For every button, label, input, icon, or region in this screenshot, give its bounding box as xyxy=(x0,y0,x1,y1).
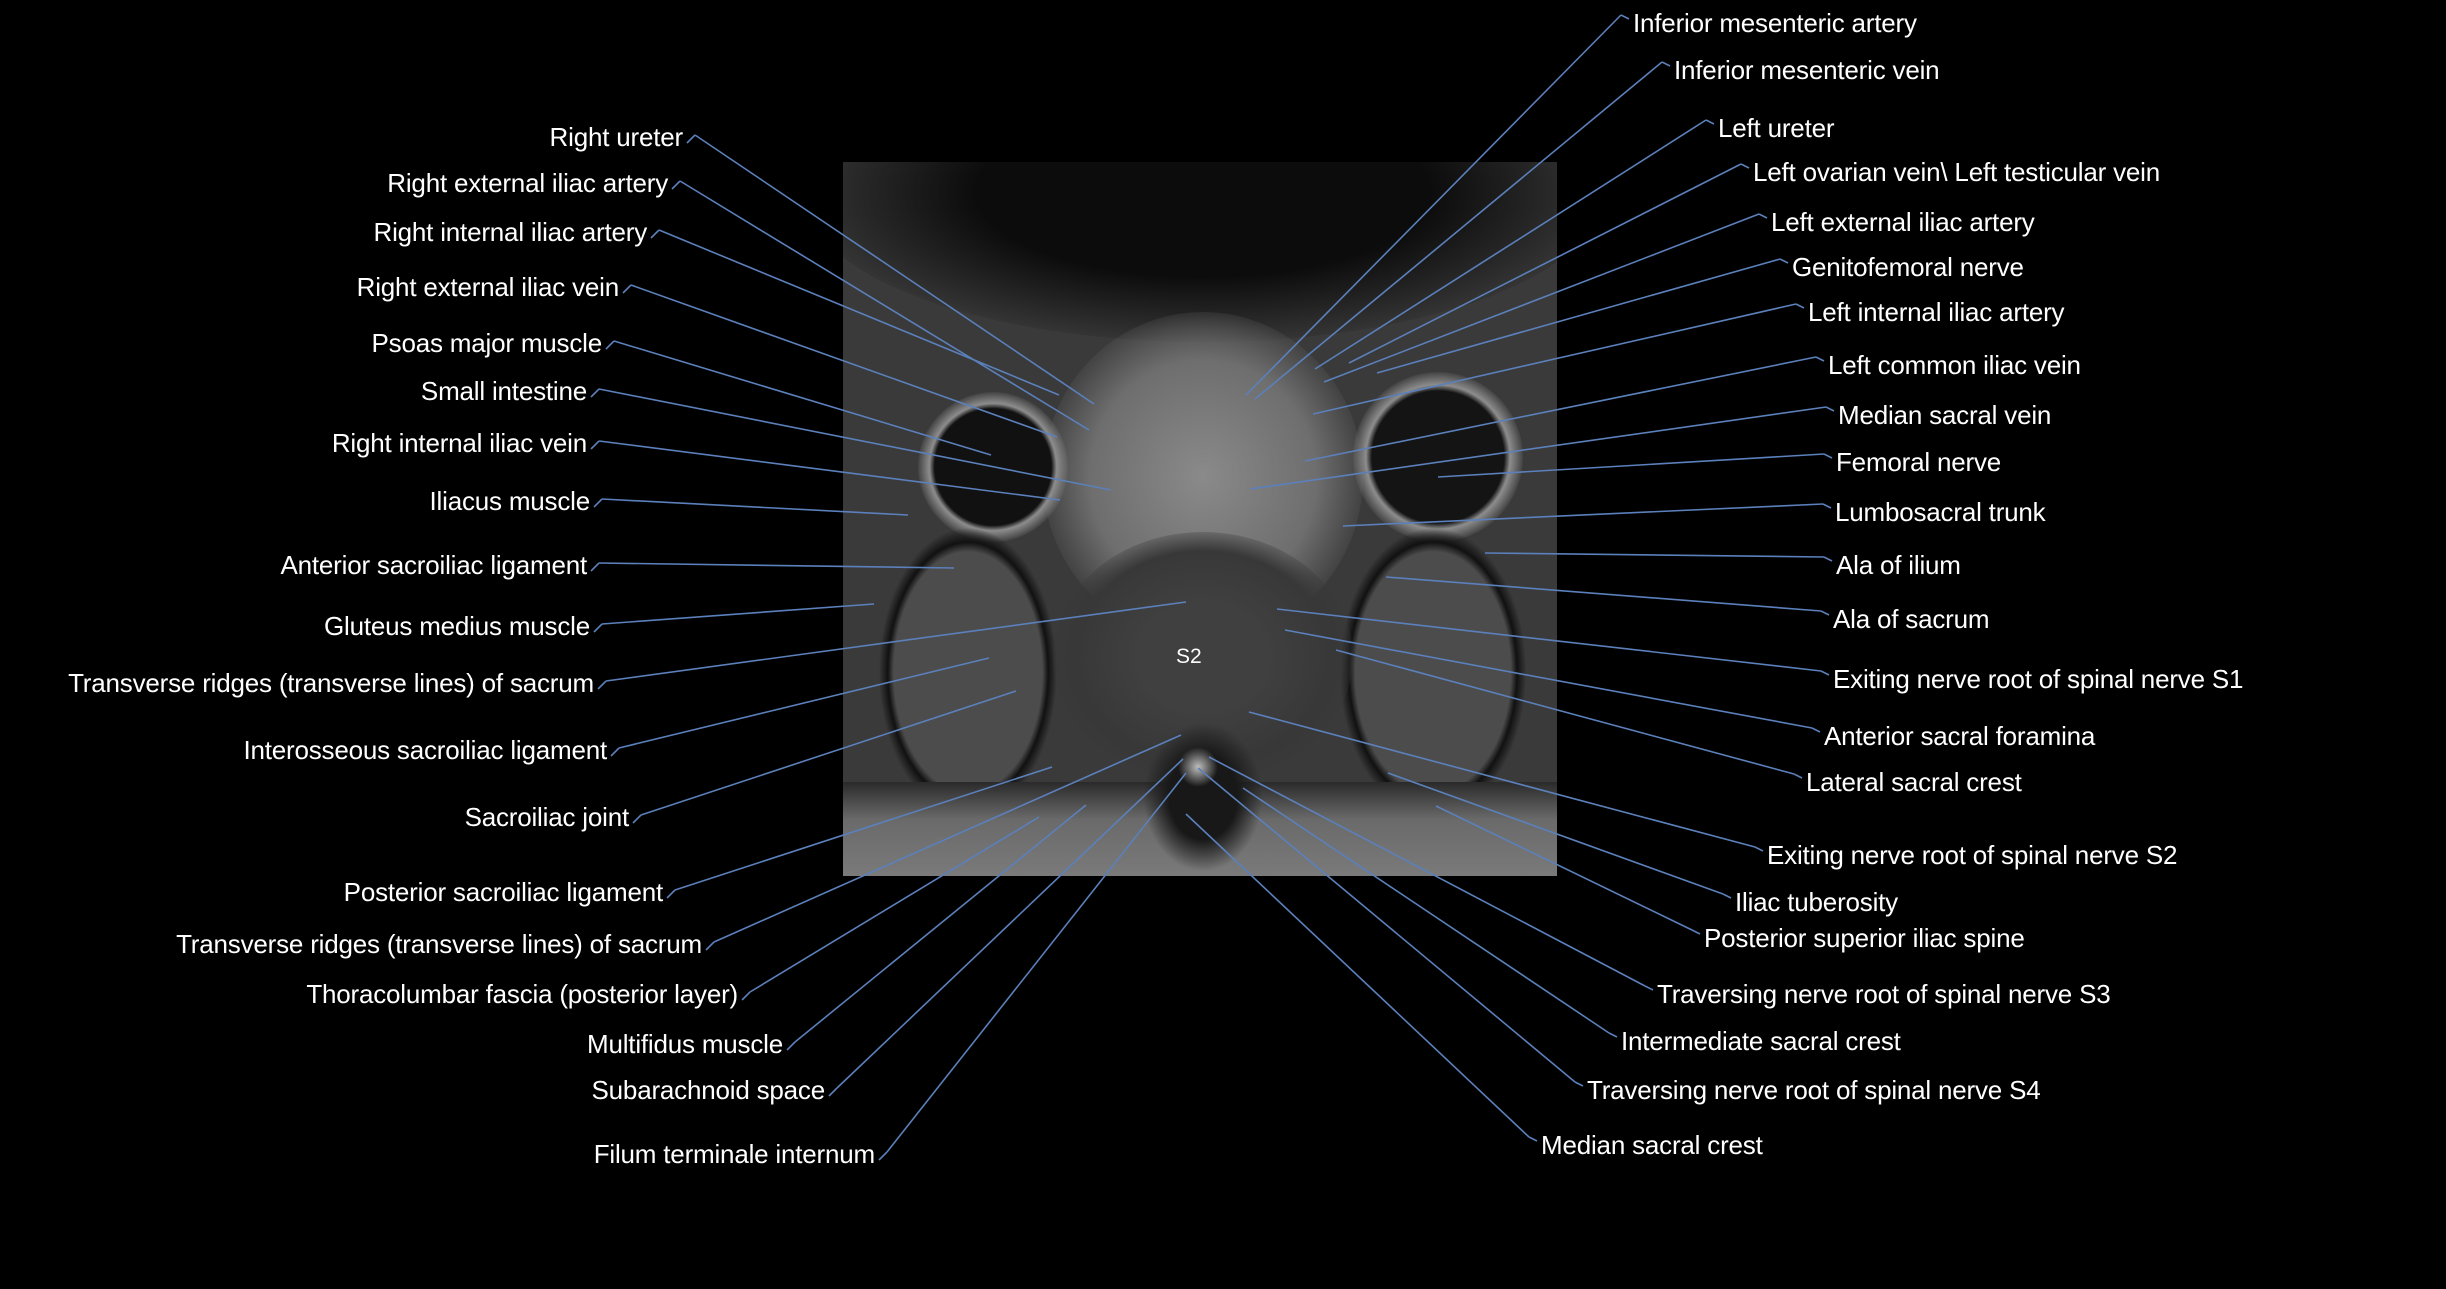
leader-line xyxy=(741,991,751,1001)
anatomy-label: Median sacral crest xyxy=(1541,1130,1763,1160)
anatomy-label: Lateral sacral crest xyxy=(1806,767,2022,797)
anatomy-label: Exiting nerve root of spinal nerve S1 xyxy=(1833,664,2244,694)
leader-line xyxy=(1779,258,1789,264)
anatomy-label: Posterior superior iliac spine xyxy=(1704,923,2025,953)
leader-line xyxy=(622,284,632,294)
anatomy-label: Filum terminale internum xyxy=(593,1139,875,1169)
leader-line xyxy=(593,498,603,508)
anatomy-label: Inferior mesenteric artery xyxy=(1633,8,1917,38)
leader-line xyxy=(1608,1032,1618,1038)
anatomy-label: Traversing nerve root of spinal nerve S4 xyxy=(1587,1075,2041,1105)
anatomy-label: Left ovarian vein\ Left testicular vein xyxy=(1753,157,2160,187)
anatomy-label: Intermediate sacral crest xyxy=(1621,1026,1901,1056)
anatomy-label: Transverse ridges (transverse lines) of … xyxy=(68,668,594,698)
leader-line xyxy=(1825,406,1835,412)
anatomy-label: Left internal iliac artery xyxy=(1808,297,2065,327)
leader-line xyxy=(1528,1136,1538,1142)
leader-line xyxy=(1740,163,1750,169)
anatomy-label: Iliacus muscle xyxy=(429,486,591,516)
anatomy-label: Traversing nerve root of spinal nerve S3 xyxy=(1657,979,2111,1009)
leader-line xyxy=(1795,303,1805,309)
leader-line xyxy=(1823,556,1833,562)
anatomy-label: Thoracolumbar fascia (posterior layer) xyxy=(306,979,738,1009)
leader-line xyxy=(593,623,603,633)
leader-line xyxy=(878,1151,888,1161)
anatomy-label: Iliac tuberosity xyxy=(1735,887,1898,917)
anatomy-label: Small intestine xyxy=(420,376,587,406)
leader-line xyxy=(590,388,600,398)
anatomy-label: Multifidus muscle xyxy=(587,1029,783,1059)
anatomy-label: Sacroiliac joint xyxy=(464,802,630,832)
leader-line xyxy=(1758,213,1768,219)
anatomy-label: Right internal iliac vein xyxy=(331,428,587,458)
leader-line xyxy=(705,941,715,951)
leader-line xyxy=(1754,846,1764,852)
leader-line xyxy=(590,562,600,572)
leader-line xyxy=(786,1041,796,1051)
leader-line xyxy=(597,680,607,690)
leader-line xyxy=(1644,985,1654,991)
vertebral-level-label: S2 xyxy=(1176,645,1202,668)
leader-line xyxy=(632,814,642,824)
leader-line xyxy=(828,1087,838,1097)
anatomy-label: Genitofemoral nerve xyxy=(1792,252,2024,282)
leader-line xyxy=(666,889,676,899)
anatomy-label: Transverse ridges (transverse lines) of … xyxy=(176,929,702,959)
leader-line xyxy=(601,603,875,625)
anatomy-label: Inferior mesenteric vein xyxy=(1674,55,1940,85)
leader-line xyxy=(1705,119,1715,125)
leader-line xyxy=(1793,773,1803,779)
anatomy-label: Interosseous sacroiliac ligament xyxy=(243,735,607,765)
leader-line xyxy=(605,340,615,350)
leader-line xyxy=(671,180,681,190)
anatomy-label: Right ureter xyxy=(549,122,684,152)
anatomy-label: Psoas major muscle xyxy=(371,328,603,358)
canal-bright-spot xyxy=(1178,747,1218,787)
anatomy-label: Ala of ilium xyxy=(1836,550,1961,580)
mri-axial-image xyxy=(843,162,1557,876)
leader-line xyxy=(1620,14,1630,20)
leader-line xyxy=(1661,61,1671,67)
anatomy-label: Anterior sacral foramina xyxy=(1824,721,2096,751)
anatomy-label: Right external iliac vein xyxy=(356,272,620,302)
anatomy-label: Right external iliac artery xyxy=(387,168,668,198)
anatomy-label: Femoral nerve xyxy=(1836,447,2002,477)
anatomy-label: Right internal iliac artery xyxy=(373,217,648,247)
leader-line xyxy=(1815,356,1825,362)
leader-line xyxy=(1823,453,1833,459)
leader-line xyxy=(1691,929,1701,935)
leader-line xyxy=(610,747,620,757)
anatomy-label: Posterior sacroiliac ligament xyxy=(343,877,664,907)
anatomy-label: Gluteus medius muscle xyxy=(323,611,590,641)
anatomy-label: Exiting nerve root of spinal nerve S2 xyxy=(1767,840,2178,870)
leader-line xyxy=(1822,503,1832,509)
leader-line xyxy=(650,229,660,239)
leader-line xyxy=(1820,610,1830,616)
leader-line xyxy=(1811,727,1821,733)
spinous-region xyxy=(1143,722,1263,872)
anatomy-label: Lumbosacral trunk xyxy=(1835,497,2046,527)
leader-line xyxy=(1722,893,1732,899)
anatomy-label: Left external iliac artery xyxy=(1771,207,2035,237)
leader-line xyxy=(1820,670,1830,676)
anatomy-label: Anterior sacroiliac ligament xyxy=(280,550,587,580)
leader-line xyxy=(590,440,600,450)
anatomy-label: Left common iliac vein xyxy=(1828,350,2081,380)
leader-line xyxy=(1574,1081,1584,1087)
anatomy-label: Left ureter xyxy=(1718,113,1835,143)
anatomy-label: Subarachnoid space xyxy=(591,1075,826,1105)
anatomy-label: Ala of sacrum xyxy=(1833,604,1990,634)
leader-line xyxy=(686,134,696,144)
anatomy-label: Median sacral vein xyxy=(1838,400,2052,430)
